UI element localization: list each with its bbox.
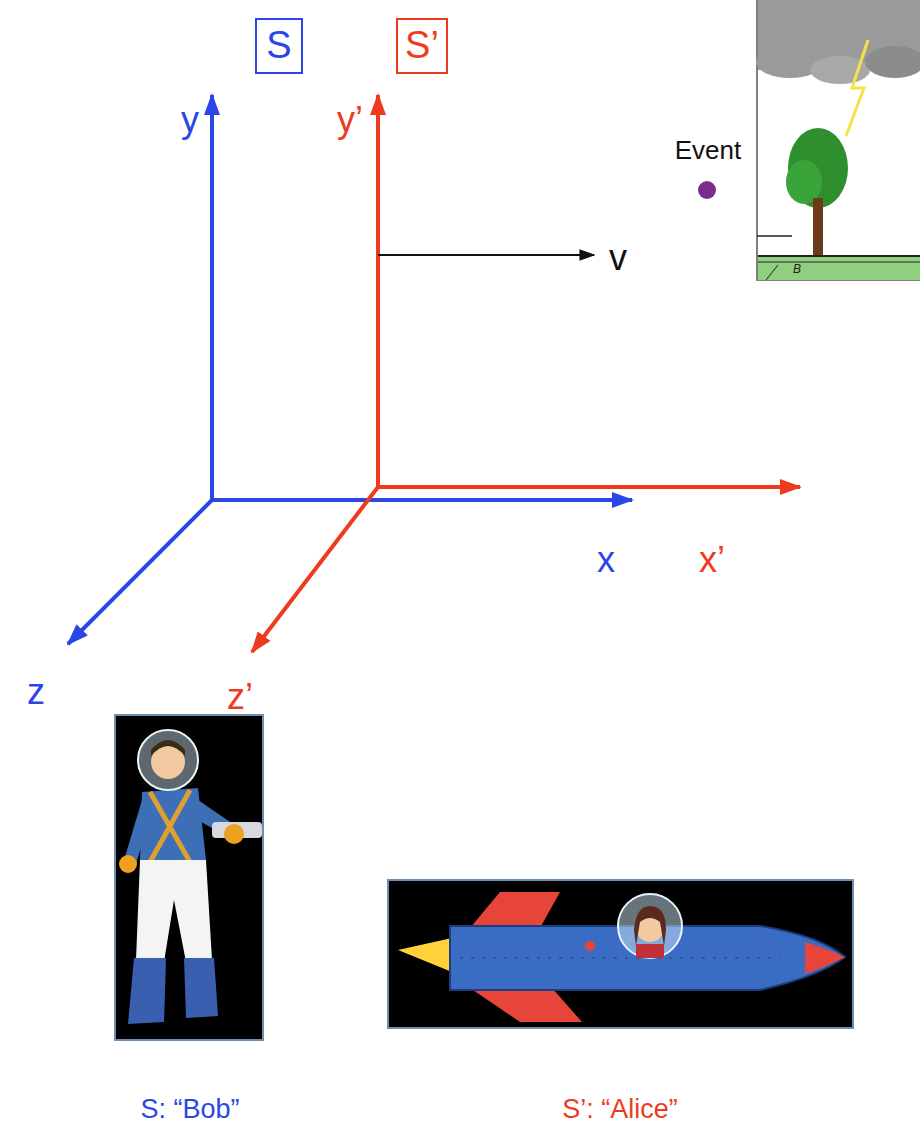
picture-letter: B <box>793 263 801 276</box>
ground-hatch <box>766 265 778 280</box>
ground-strip <box>758 256 920 280</box>
event-dot <box>698 181 716 199</box>
x-axis <box>212 498 632 502</box>
figure-caption: S: “Bob” <box>140 1095 239 1125</box>
rocket-flame <box>398 938 452 972</box>
axis-label: z <box>27 672 45 712</box>
rocket-light <box>585 941 595 951</box>
frame-s-prime-axes <box>252 95 800 652</box>
y-prime-axis <box>376 95 380 487</box>
pilot-hair <box>634 906 666 946</box>
axis-label: z’ <box>227 677 253 717</box>
astronaut-glove <box>119 855 137 873</box>
event-label: Event <box>675 136 742 165</box>
frame-name-box: S <box>255 18 303 74</box>
tree-crown <box>786 160 822 204</box>
bob-astronaut-picture <box>115 715 263 1040</box>
frame-name: S <box>266 25 291 67</box>
astronaut-boot <box>184 958 218 1018</box>
velocity-arrow <box>378 254 594 256</box>
picture-frame <box>757 0 920 280</box>
axis-label: y <box>181 100 199 140</box>
figure-caption: S’: “Alice” <box>562 1095 678 1125</box>
ground-line <box>758 262 920 263</box>
astronaut-boot <box>128 958 166 1024</box>
axis-label: x <box>597 540 615 580</box>
astronaut-arm <box>124 800 152 864</box>
astronaut-hair <box>151 740 185 756</box>
storm-cloud <box>865 46 920 78</box>
cockpit-dome <box>618 894 682 958</box>
picture-frame <box>388 880 853 1028</box>
astronaut-helmet <box>138 730 198 790</box>
frame-name-box: S’ <box>396 18 448 74</box>
tree-trunk <box>813 198 823 256</box>
pilot-suit <box>636 944 664 958</box>
astronaut-torso <box>140 788 206 862</box>
y-axis <box>210 95 214 500</box>
lightning-tree-picture <box>756 0 920 280</box>
astronaut-pants <box>136 860 212 962</box>
z-prime-axis <box>252 487 378 652</box>
astronaut-glove <box>224 824 244 844</box>
picture-frame <box>115 715 263 1040</box>
alice-rocket-picture <box>388 880 853 1028</box>
ground-line <box>758 255 920 257</box>
rocket-nose <box>805 942 845 974</box>
axis-label: x’ <box>699 540 725 580</box>
rocket-rivets <box>460 957 780 959</box>
rocket-fin <box>470 988 582 1022</box>
rocket-fin <box>470 892 560 928</box>
lightning-bolt <box>846 40 868 136</box>
frame-s-axes <box>68 95 632 644</box>
x-prime-axis <box>378 485 800 489</box>
z-axis <box>68 500 212 644</box>
velocity-label: v <box>609 238 627 278</box>
astronaut-harness <box>150 790 190 862</box>
ground-marker <box>757 235 792 237</box>
axis-label: y’ <box>337 100 363 140</box>
frame-name: S’ <box>405 25 439 67</box>
